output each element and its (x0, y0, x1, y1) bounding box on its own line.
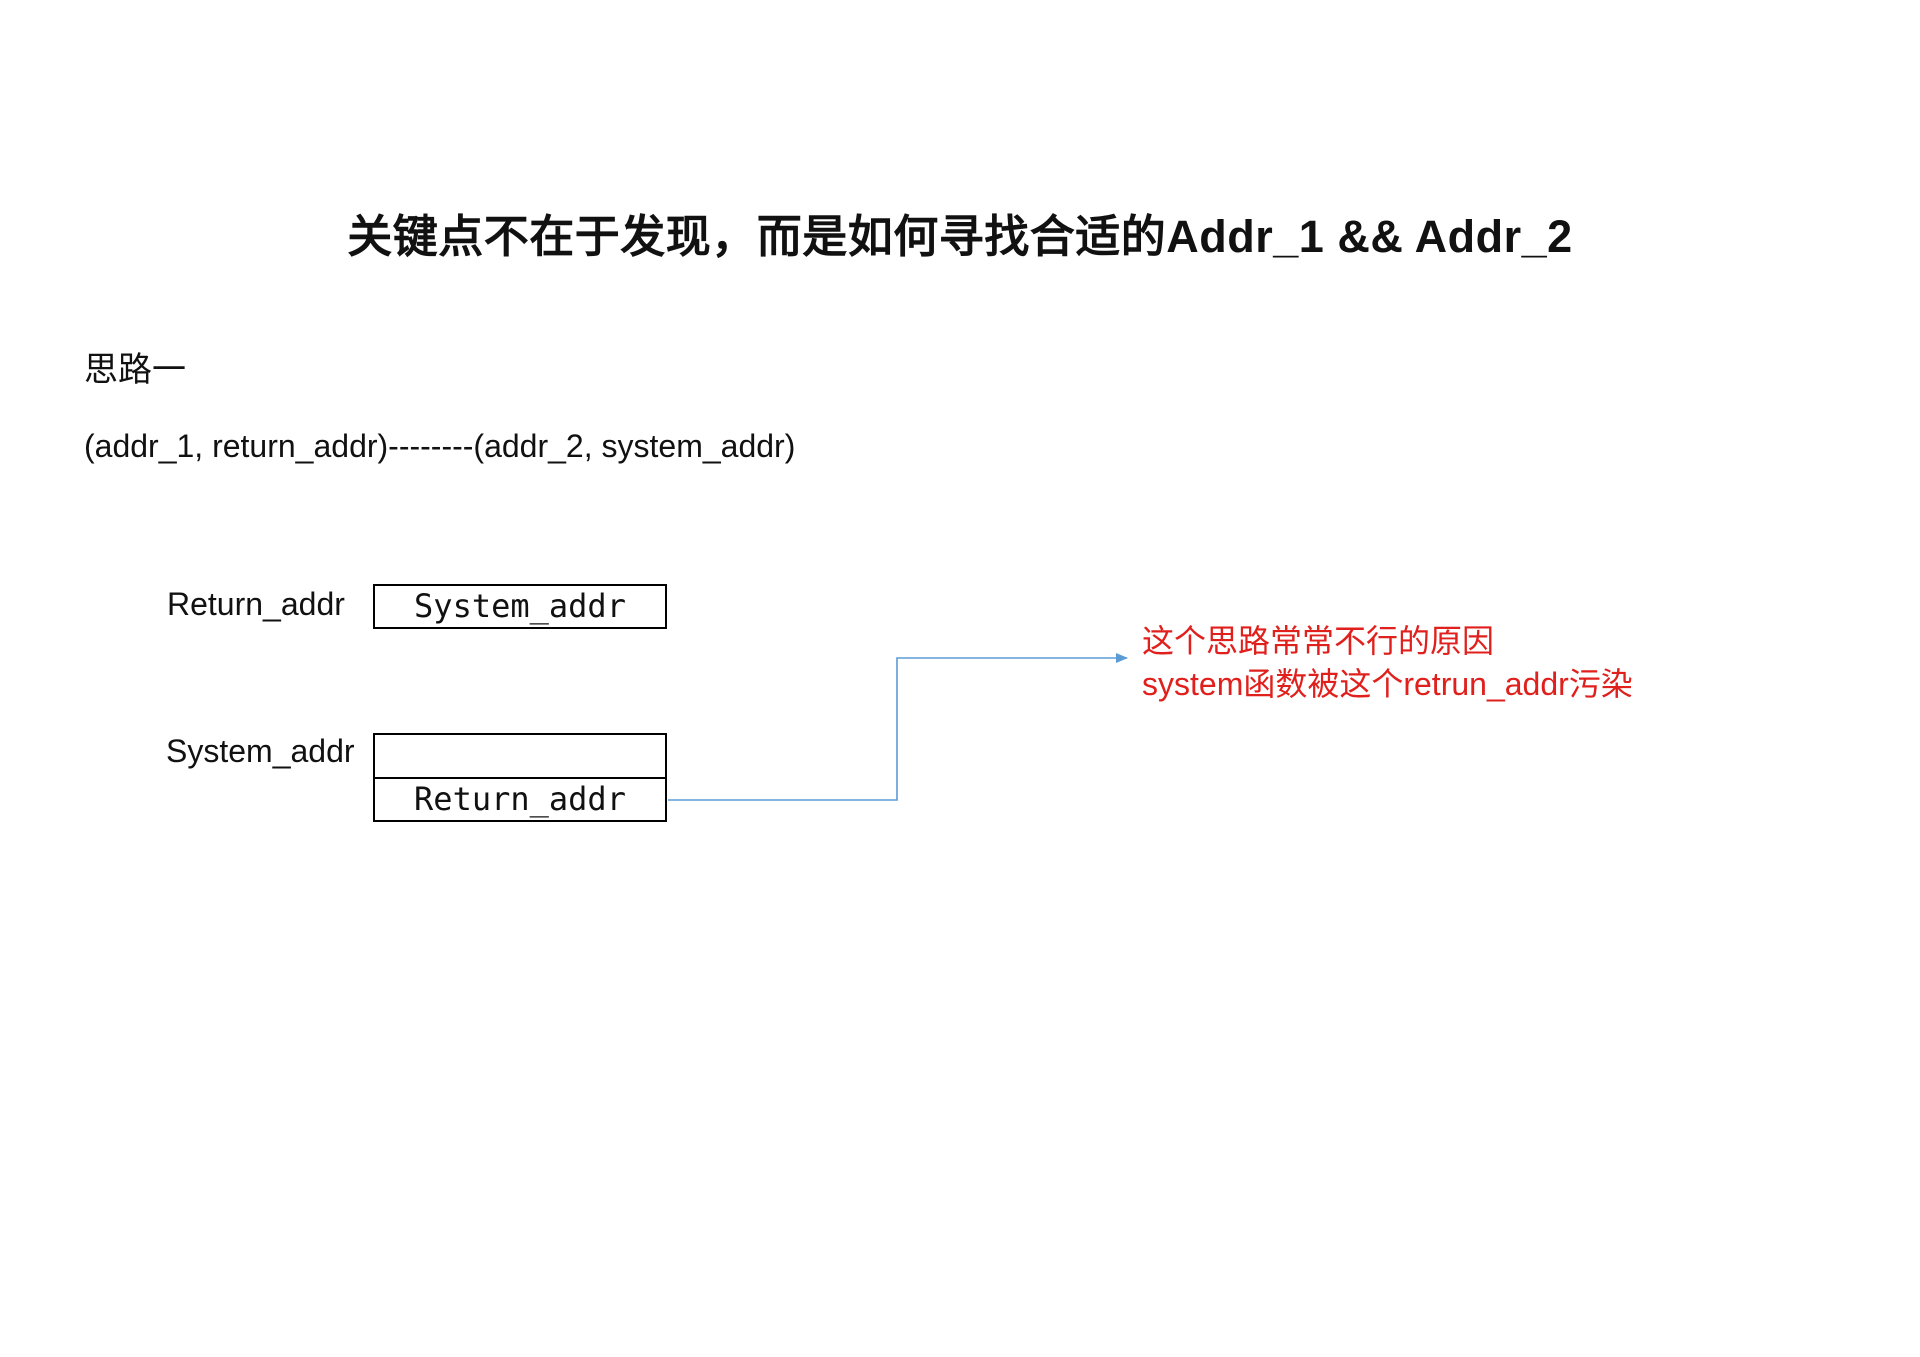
page-title: 关键点不在于发现，而是如何寻找合适的Addr_1 && Addr_2 (347, 211, 1573, 262)
note-line-1: 这个思路常常不行的原因 (1142, 623, 1495, 659)
address-pair-text: (addr_1, return_addr)--------(addr_2, sy… (84, 428, 796, 464)
stack-row1-label: Return_addr (167, 586, 345, 622)
idea-heading: 思路一 (84, 351, 186, 389)
stack-row2-empty-cell (373, 733, 667, 779)
stack-row2-return-cell: Return_addr (373, 777, 667, 822)
note-line-2: system函数被这个retrun_addr污染 (1142, 666, 1633, 702)
connector-line (668, 653, 1128, 801)
stack-row1-cell: System_addr (373, 584, 667, 629)
stack-row2-label: System_addr (166, 733, 355, 769)
